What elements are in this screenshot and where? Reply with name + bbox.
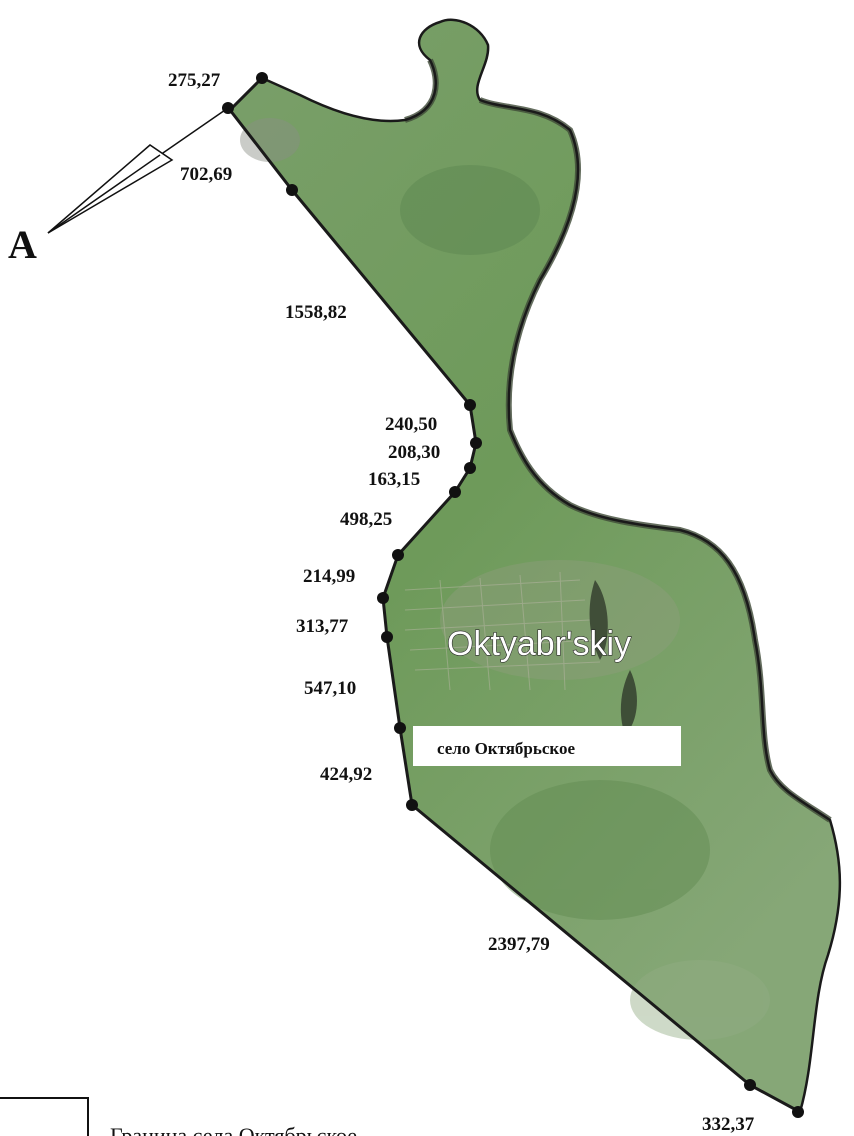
vertex <box>744 1079 756 1091</box>
segment-label: 498,25 <box>340 509 392 530</box>
segment-label: 547,10 <box>304 678 356 699</box>
village-label: село Октябрьское <box>437 739 575 758</box>
boundary-line <box>228 76 801 1114</box>
boundary-line-east <box>261 18 842 1113</box>
segment-label: 2397,79 <box>488 934 550 955</box>
vertex <box>449 486 461 498</box>
north-arrow-label: A <box>8 222 37 267</box>
vertex <box>470 437 482 449</box>
vertex <box>406 799 418 811</box>
segment-label: 240,50 <box>385 414 437 435</box>
land-area <box>230 19 840 1112</box>
vertex <box>394 722 406 734</box>
segment-label: 424,92 <box>320 764 372 785</box>
vertex <box>256 72 268 84</box>
vertex <box>392 549 404 561</box>
place-label: Oktyabr'skiy <box>447 625 631 663</box>
legend-swatch <box>0 1097 89 1136</box>
vertex <box>381 631 393 643</box>
segment-label: 208,30 <box>388 442 440 463</box>
vertex <box>464 399 476 411</box>
vertex <box>286 184 298 196</box>
segment-label: 1558,82 <box>285 302 347 323</box>
north-arrow <box>47 107 229 234</box>
segment-label: 702,69 <box>180 164 232 185</box>
village-blocks <box>404 571 601 691</box>
vertex <box>792 1106 804 1118</box>
pond <box>589 580 608 660</box>
boundary-vertices <box>222 72 804 1118</box>
segment-label: 214,99 <box>303 566 355 587</box>
pond <box>620 670 637 735</box>
segment-label: 275,27 <box>168 70 221 91</box>
legend-text: Граница села Октябрьское <box>110 1123 357 1136</box>
segment-label: 332,37 <box>702 1114 755 1135</box>
vertex <box>377 592 389 604</box>
segment-label: 313,77 <box>296 616 349 637</box>
vertex <box>464 462 476 474</box>
segment-label: 163,15 <box>368 469 420 490</box>
terrain-patches <box>240 118 770 1040</box>
village-label-box <box>413 726 681 766</box>
